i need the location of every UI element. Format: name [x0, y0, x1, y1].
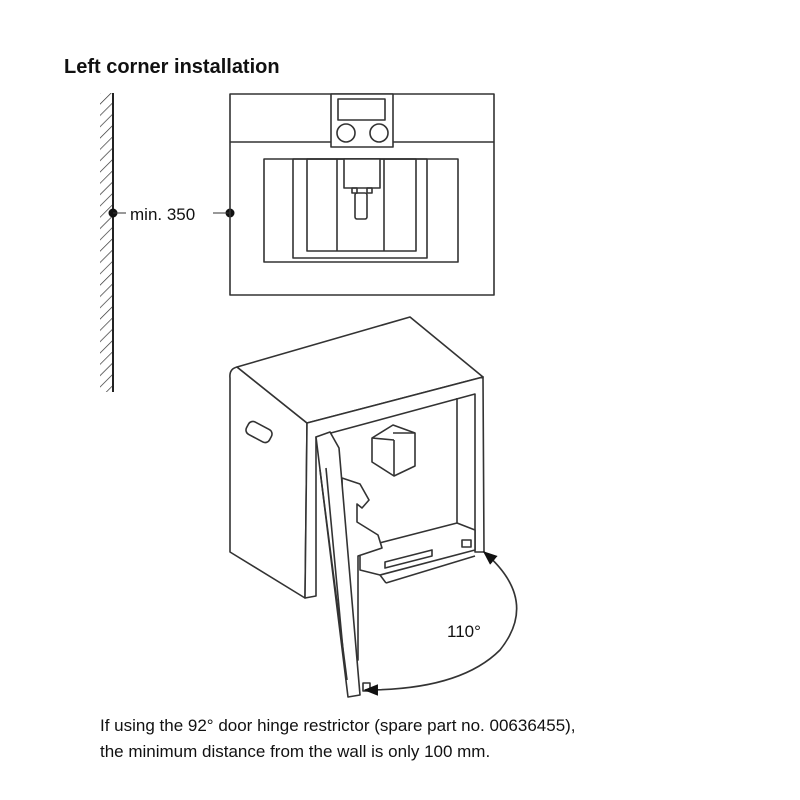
door: [315, 431, 361, 698]
dimension-label: min. 350: [130, 205, 195, 224]
appliance-front-view: [229, 93, 495, 296]
angle-label: 110°: [447, 622, 481, 641]
appliance-isometric-view: 110°: [229, 316, 518, 698]
coffee-outlet: [343, 158, 381, 189]
diagram-title: Left corner installation: [64, 56, 280, 78]
side-handle-cutout: [245, 420, 273, 444]
dimension-min-350: min. 350: [108, 205, 235, 224]
swing-arc: [363, 551, 518, 696]
caption-line-2: the minimum distance from the wall is on…: [100, 742, 491, 761]
control-knob-right: [369, 123, 389, 143]
wall: [100, 93, 114, 392]
caption-line-1: If using the 92° door hinge restrictor (…: [100, 716, 576, 735]
control-knob-left: [336, 123, 356, 143]
display: [337, 98, 386, 121]
